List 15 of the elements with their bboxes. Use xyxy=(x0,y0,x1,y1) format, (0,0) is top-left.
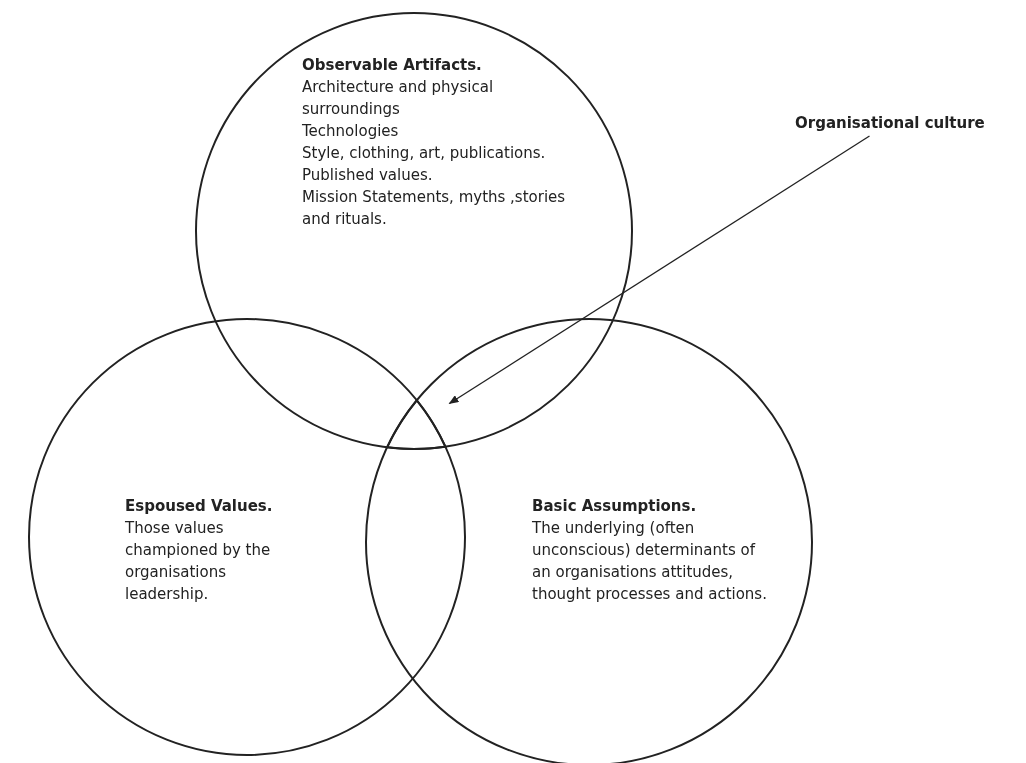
list-item: Technologies xyxy=(302,121,400,142)
assumptions-circle xyxy=(365,318,813,763)
list-item: Published values. xyxy=(302,165,434,186)
callout-label: Organisational culture xyxy=(795,114,985,132)
description-text: The underlying (often unconscious) determinants of an organisations attitudes, thought processes and actions. xyxy=(532,518,768,605)
list-item: Architecture and physical surroundings xyxy=(302,77,495,120)
artifacts-circle xyxy=(195,12,633,450)
section-heading: Basic Assumptions. xyxy=(532,496,698,517)
section-heading: Espoused Values. xyxy=(125,496,274,517)
list-item: Style, clothing, art, publications. xyxy=(302,143,547,164)
list-item: Mission Statements, myths ,stories and rituals. xyxy=(302,187,567,230)
section-heading: Observable Artifacts. xyxy=(302,55,483,76)
description-text: Those values championed by the organisations leadership. xyxy=(125,518,272,605)
values-circle xyxy=(28,318,466,756)
leader-line xyxy=(448,135,871,405)
